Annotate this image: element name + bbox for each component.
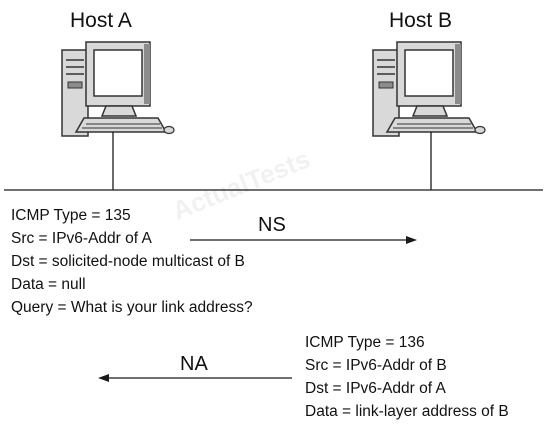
na-frame-details: ICMP Type = 136 Src = IPv6-Addr of B Dst… <box>305 331 509 423</box>
ns-icmp-type: ICMP Type = 135 <box>11 207 131 224</box>
ns-frame-details: ICMP Type = 135 Src = IPv6-Addr of A Dst… <box>11 204 253 319</box>
ns-arrowhead <box>406 236 417 244</box>
host-b-computer-icon <box>372 41 486 137</box>
ns-data: Data = null <box>11 276 86 293</box>
host-b-label: Host B <box>389 9 453 32</box>
ns-source: Src = IPv6-Addr of A <box>11 230 152 247</box>
na-message-label: NA <box>180 353 208 375</box>
na-source: Src = IPv6-Addr of B <box>305 357 447 374</box>
ns-query: Query = What is your link address? <box>11 299 253 316</box>
na-data: Data = link-layer address of B <box>305 403 509 420</box>
ns-message-label: NS <box>258 214 286 236</box>
na-destination: Dst = IPv6-Addr of A <box>305 380 446 397</box>
na-arrowhead <box>98 374 109 382</box>
na-icmp-type: ICMP Type = 136 <box>305 334 425 351</box>
host-a-label: Host A <box>70 9 132 32</box>
host-a-computer-icon <box>61 41 175 137</box>
ns-destination: Dst = solicited-node multicast of B <box>11 253 245 270</box>
